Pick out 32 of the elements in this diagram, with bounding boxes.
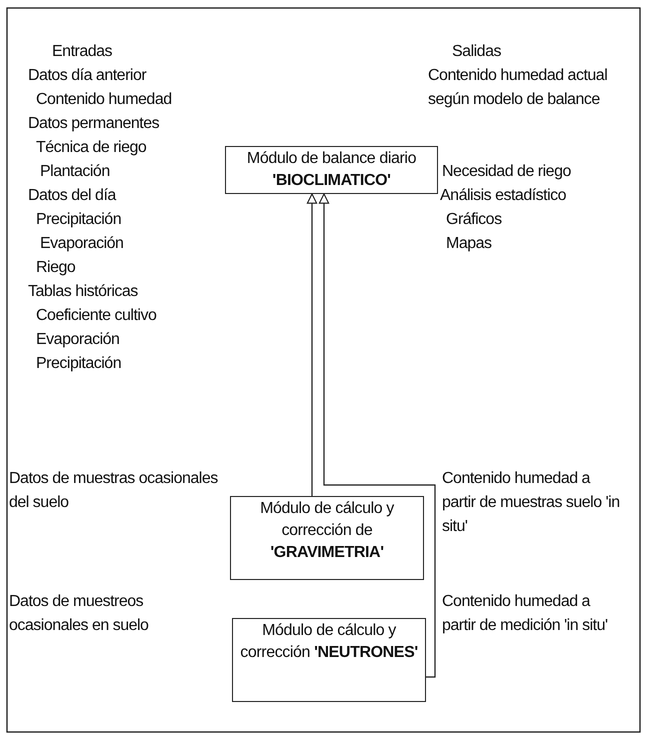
module-text: Módulo de cálculo y corrección de 'GRAVIMETRIA'	[259, 499, 396, 563]
item-text: Técnica de riego	[36, 138, 146, 158]
item-text: Mapas	[446, 234, 492, 254]
module-box	[230, 496, 424, 580]
module-box	[225, 146, 438, 194]
item-text: Tablas históricas	[28, 282, 138, 302]
column-heading: Salidas	[452, 42, 501, 62]
item-text: Precipitación	[36, 210, 122, 230]
item-text: Evaporación	[36, 330, 120, 350]
column-heading: Entradas	[52, 42, 112, 62]
item-text: Evaporación	[40, 234, 124, 254]
item-text: Contenido humedad	[36, 90, 172, 110]
item-text: Datos permanentes	[28, 114, 160, 134]
module-box	[232, 618, 426, 702]
item-text: Contenido humedad a partir de medición 'in situ'	[442, 592, 609, 636]
item-text: Contenido humedad actual según modelo de balance	[428, 66, 608, 110]
item-text: Precipitación	[36, 354, 122, 374]
item-text: Datos día anterior	[28, 66, 146, 86]
item-text: Coeficiente cultivo	[36, 306, 156, 326]
item-text: Necesidad de riego	[442, 162, 571, 182]
module-text: Módulo de cálculo y corrección 'NEUTRONES'	[239, 621, 419, 663]
item-text: Datos del día	[28, 186, 116, 206]
arrow	[306, 193, 318, 496]
arrow	[318, 193, 436, 678]
module-text: Módulo de balance diario 'BIOCLIMATICO'	[246, 149, 418, 191]
item-text: Gráficos	[446, 210, 502, 230]
item-text: Datos de muestras ocasionales del suelo	[9, 469, 219, 513]
item-text: Datos de muestreos ocasionales en suelo	[9, 592, 150, 636]
item-text: Riego	[36, 258, 76, 278]
item-text: Análisis estadístico	[440, 186, 566, 206]
item-text: Contenido humedad a partir de muestras suelo 'in situ'	[442, 469, 621, 537]
item-text: Plantación	[40, 162, 110, 182]
